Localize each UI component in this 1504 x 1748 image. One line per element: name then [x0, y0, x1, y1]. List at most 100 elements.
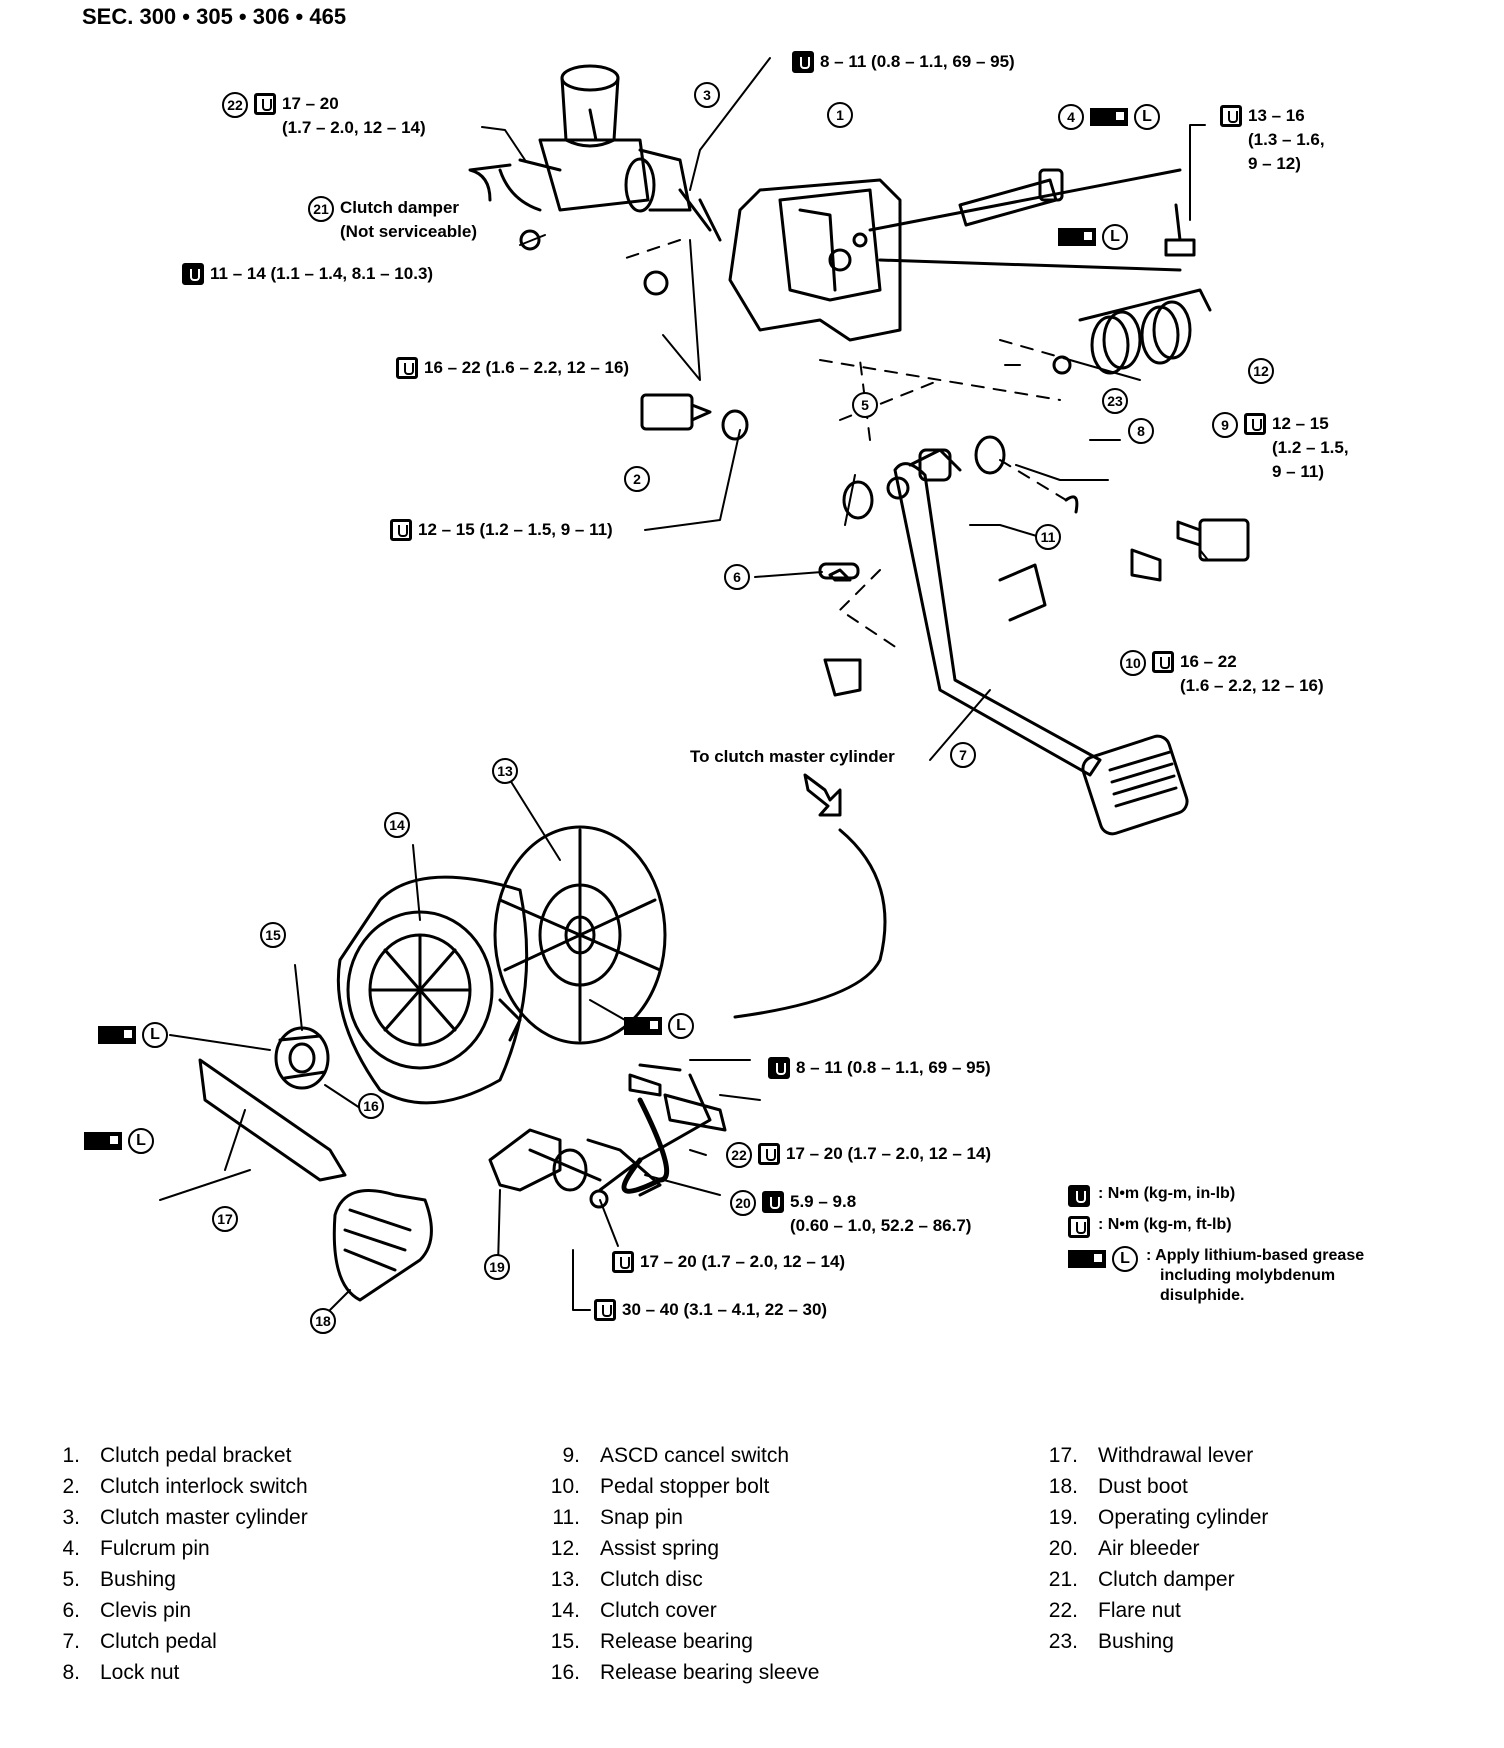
- torque-callout-8-11-lower: 8 – 11 (0.8 – 1.1, 69 – 95): [768, 1056, 991, 1080]
- callout-label: Clutch damper: [340, 198, 460, 217]
- callout-8: 8: [1128, 418, 1154, 444]
- legend-row-ft-lb: : N•m (kg-m, ft-lb): [1068, 1215, 1364, 1238]
- callout-12: 12: [1248, 358, 1274, 384]
- grease-letter: L: [1134, 104, 1160, 130]
- callout-7: 7: [950, 742, 976, 768]
- callout-11: 11: [1035, 524, 1061, 550]
- legend-row-in-lb: : N•m (kg-m, in-lb): [1068, 1184, 1364, 1207]
- torque-value: 11 – 14 (1.1 – 1.4, 8.1 – 10.3): [210, 264, 434, 283]
- interlock-switch-drawing: [640, 270, 749, 441]
- parts-list-item: 9.ASCD cancel switch: [562, 1444, 790, 1467]
- assist-spring-drawing: [1052, 288, 1212, 375]
- grease-letter: L: [668, 1013, 694, 1039]
- callout-1: 1: [827, 102, 853, 128]
- legend-text: : N•m (kg-m, in-lb): [1098, 1185, 1236, 1202]
- grease-icon: [98, 1026, 136, 1044]
- parts-list-item: 21.Clutch damper: [1048, 1568, 1235, 1591]
- torque-value: 12 – 15: [1272, 414, 1329, 433]
- torque-ft-lb-icon: [390, 519, 412, 541]
- callout-number: 10: [1120, 650, 1146, 676]
- parts-list-item: 18.Dust boot: [1048, 1475, 1188, 1498]
- torque-callout-12-15-a: 12 – 15 (1.2 – 1.5, 9 – 11): [390, 518, 613, 542]
- callout-16: 16: [358, 1093, 384, 1119]
- torque-value: 16 – 22: [1180, 652, 1237, 671]
- legend-row-grease: L : Apply lithium-based grease including…: [1068, 1246, 1364, 1306]
- parts-list-item: 16.Release bearing sleeve: [550, 1661, 820, 1684]
- torque-value: 12 – 15 (1.2 – 1.5, 9 – 11): [418, 520, 613, 539]
- torque-ft-lb-icon: [1220, 105, 1242, 127]
- torque-value: 8 – 11 (0.8 – 1.1, 69 – 95): [820, 52, 1015, 71]
- callout-number: 4: [1058, 104, 1084, 130]
- torque-ft-lb-icon: [1068, 1216, 1090, 1238]
- torque-sub: 9 – 11): [1272, 462, 1324, 481]
- grease-icon: [624, 1017, 662, 1035]
- grease-symbol-lever: L: [84, 1128, 154, 1154]
- callout-number: 9: [1212, 412, 1238, 438]
- grease-symbol-fulcrum: 4 L: [1058, 104, 1160, 130]
- torque-callout-stopper-bolt: 10 16 – 22 (1.6 – 2.2, 12 – 16): [1120, 650, 1324, 698]
- torque-callout-master-cylinder: 8 – 11 (0.8 – 1.1, 69 – 95): [792, 50, 1015, 74]
- torque-value: 17 – 20 (1.7 – 2.0, 12 – 14): [786, 1144, 992, 1163]
- torque-ft-lb-icon: [1152, 651, 1174, 673]
- torque-callout-flare-nut-lower: 22 17 – 20 (1.7 – 2.0, 12 – 14): [726, 1142, 991, 1168]
- callout-number: 21: [308, 196, 334, 222]
- clutch-disc-drawing: [493, 825, 667, 1045]
- torque-sub: (0.60 – 1.0, 52.2 – 86.7): [790, 1216, 972, 1235]
- release-bearing-drawing: [274, 1026, 330, 1090]
- torque-sub: (1.3 – 1.6,: [1248, 130, 1325, 149]
- torque-sub: (1.7 – 2.0, 12 – 14): [282, 118, 426, 137]
- callout-14: 14: [384, 812, 410, 838]
- torque-in-lb-icon: [762, 1191, 784, 1213]
- stopper-bolt-drawing: [1130, 548, 1162, 582]
- to-master-cylinder-label: To clutch master cylinder: [690, 747, 895, 766]
- callout-3: 3: [694, 82, 720, 108]
- parts-list-item: 4.Fulcrum pin: [62, 1537, 210, 1560]
- parts-list-item: 5.Bushing: [62, 1568, 176, 1591]
- parts-list-item: 15.Release bearing: [550, 1630, 753, 1653]
- callout-17: 17: [212, 1206, 238, 1232]
- grease-letter: L: [1112, 1246, 1138, 1272]
- grease-letter: L: [1102, 224, 1128, 250]
- parts-list-item: 7.Clutch pedal: [62, 1630, 217, 1653]
- torque-value: 30 – 40 (3.1 – 4.1, 22 – 30): [622, 1300, 828, 1319]
- parts-list-item: 12.Assist spring: [550, 1537, 720, 1560]
- grease-symbol: L: [1068, 1246, 1138, 1272]
- torque-callout-ascd-switch: 9 12 – 15 (1.2 – 1.5, 9 – 11): [1212, 412, 1349, 484]
- torque-ft-lb-icon: [1244, 413, 1266, 435]
- callout-6: 6: [724, 564, 750, 590]
- parts-list-item: 13.Clutch disc: [550, 1568, 703, 1591]
- operating-cylinder-drawing: [488, 1128, 662, 1209]
- torque-value: 13 – 16: [1248, 106, 1305, 125]
- clutch-damper-callout: 21 Clutch damper (Not serviceable): [308, 196, 477, 244]
- parts-list-item: 1.Clutch pedal bracket: [62, 1444, 292, 1467]
- torque-ft-lb-icon: [758, 1143, 780, 1165]
- parts-list-item: 11.Snap pin: [552, 1506, 683, 1529]
- grease-icon: [84, 1132, 122, 1150]
- bushing-drawing: [842, 480, 874, 520]
- parts-list-item: 19.Operating cylinder: [1048, 1506, 1269, 1529]
- arrow-up-icon: [803, 773, 842, 817]
- symbol-legend: : N•m (kg-m, in-lb) : N•m (kg-m, ft-lb) …: [1068, 1184, 1364, 1314]
- torque-callout-17-20-lower: 17 – 20 (1.7 – 2.0, 12 – 14): [612, 1250, 845, 1274]
- torque-ft-lb-icon: [594, 1299, 616, 1321]
- torque-ft-lb-icon: [254, 93, 276, 115]
- callout-18: 18: [310, 1308, 336, 1334]
- callout-5: 5: [852, 392, 878, 418]
- callout-2: 2: [624, 466, 650, 492]
- dust-boot-drawing: [332, 1189, 433, 1302]
- grease-symbol-disc: L: [624, 1013, 694, 1039]
- legend-text: : N•m (kg-m, ft-lb): [1098, 1216, 1232, 1233]
- parts-list-column-2: 9.ASCD cancel switch 10.Pedal stopper bo…: [530, 1440, 820, 1688]
- torque-callout-flare-nut-top: 22 17 – 20 (1.7 – 2.0, 12 – 14): [222, 92, 426, 140]
- torque-in-lb-icon: [792, 51, 814, 73]
- parts-list-item: 6.Clevis pin: [62, 1599, 192, 1622]
- parts-list-item: 14.Clutch cover: [550, 1599, 717, 1622]
- torque-value: 16 – 22 (1.6 – 2.2, 12 – 16): [424, 358, 630, 377]
- torque-sub: (1.2 – 1.5,: [1272, 438, 1349, 457]
- clutch-pedal-drawing: [823, 448, 1189, 836]
- torque-callout-air-bleeder: 20 5.9 – 9.8 (0.60 – 1.0, 52.2 – 86.7): [730, 1190, 971, 1238]
- callout-label: (Not serviceable): [340, 222, 477, 241]
- torque-callout-30-40: 30 – 40 (3.1 – 4.1, 22 – 30): [594, 1298, 827, 1322]
- parts-list-item: 17.Withdrawal lever: [1048, 1444, 1254, 1467]
- clutch-line-drawing: [733, 828, 887, 1019]
